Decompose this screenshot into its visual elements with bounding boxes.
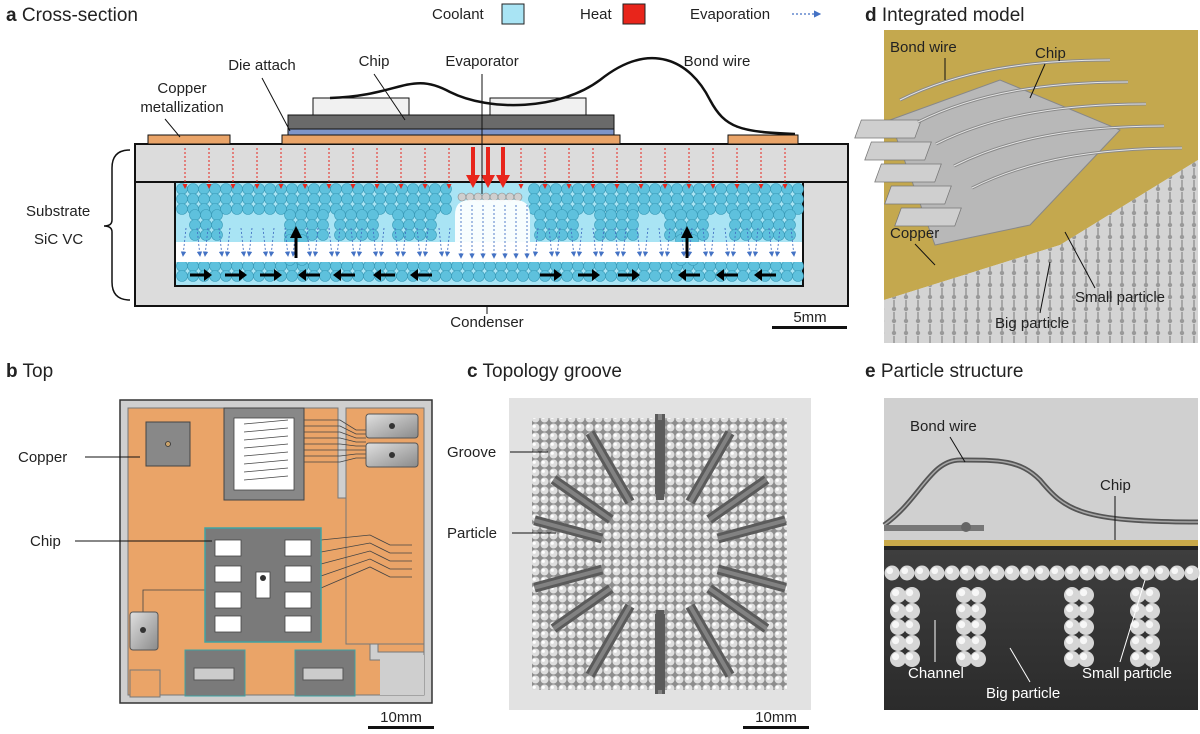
label-bond-wire: Bond wire xyxy=(684,53,751,70)
legend-heat-label: Heat xyxy=(580,6,613,23)
legend-evaporation-label: Evaporation xyxy=(690,6,770,23)
chip-top-block-right xyxy=(489,97,587,116)
terminal-left xyxy=(184,649,246,697)
label-e-small-particle: Small particle xyxy=(1082,665,1172,682)
panel-c-title: c Topology groove xyxy=(467,361,622,382)
bond-wire xyxy=(329,56,796,136)
label-particle: Particle xyxy=(447,525,497,542)
square-pad xyxy=(145,421,191,467)
label-evaporator: Evaporator xyxy=(445,53,518,70)
chip-pads xyxy=(214,539,312,633)
panel-d-title: d Integrated model xyxy=(865,5,1024,26)
wick-particles xyxy=(176,183,804,282)
panel-c-topology-groove: c Topology groove Groove Particle 10mm xyxy=(447,361,811,729)
label-d-bond-wire: Bond wire xyxy=(890,39,957,56)
label-b-copper: Copper xyxy=(18,449,67,466)
panel-d-integrated-model: d Integrated model Bond wire Chip Copper… xyxy=(854,5,1198,343)
grooves xyxy=(533,414,787,694)
panel-a-cross-section: a Cross-section Coolant Heat Evaporation xyxy=(6,3,849,331)
flow-arrows xyxy=(180,148,797,281)
scale-bar-b xyxy=(368,726,434,729)
panel-a-title: a Cross-section xyxy=(6,5,138,26)
label-groove: Groove xyxy=(447,444,496,461)
copper-strip xyxy=(884,540,1198,546)
die-attach-layer xyxy=(287,128,615,136)
chip-edge xyxy=(884,525,984,531)
substrate-gap xyxy=(380,655,424,695)
particle-rows xyxy=(884,565,1200,667)
heat-arrows xyxy=(466,147,510,188)
label-d-copper: Copper xyxy=(890,225,939,242)
particle-underside xyxy=(884,160,1198,343)
label-condenser: Condenser xyxy=(450,314,523,331)
scale-bar-c-label: 10mm xyxy=(755,709,797,726)
label-e-big-particle: Big particle xyxy=(986,685,1060,702)
label-b-chip: Chip xyxy=(30,533,61,550)
chip-top-block-left xyxy=(312,97,410,116)
legend-coolant-swatch xyxy=(501,3,525,25)
panel-b-top: b Top Copper Chip 10mm xyxy=(6,361,434,729)
scale-bar-a-label: 5mm xyxy=(793,309,826,326)
copper-small-pad xyxy=(129,669,161,698)
label-d-chip: Chip xyxy=(1035,45,1066,62)
label-copper-line1: Copper xyxy=(157,80,206,97)
label-e-chip: Chip xyxy=(1100,477,1131,494)
legend: Coolant Heat Evaporation xyxy=(432,3,822,25)
legend-heat-swatch xyxy=(622,3,646,25)
copper-pad-center xyxy=(281,134,621,145)
scale-bar-c xyxy=(743,726,809,729)
bond-wires-3d xyxy=(854,58,1183,227)
label-substrate: Substrate xyxy=(26,203,90,220)
chip-body xyxy=(287,114,615,130)
panel-e-particle-structure: e Particle structure Bond wire Chip Chan… xyxy=(865,361,1200,710)
label-sic-vc: SiC VC xyxy=(34,231,83,248)
substrate-brace xyxy=(103,149,131,301)
legend-coolant-label: Coolant xyxy=(432,6,485,23)
label-e-bond-wire: Bond wire xyxy=(910,418,977,435)
label-d-small-particle: Small particle xyxy=(1075,289,1165,306)
label-e-channel: Channel xyxy=(908,665,964,682)
panel-b-title: b Top xyxy=(6,361,53,382)
copper-pad-right xyxy=(727,134,799,145)
panel-e-title: e Particle structure xyxy=(865,361,1023,382)
label-d-big-particle: Big particle xyxy=(995,315,1069,332)
copper-pad-left xyxy=(147,134,231,145)
label-copper-line2: metallization xyxy=(140,99,223,116)
label-die-attach: Die attach xyxy=(228,57,296,74)
label-chip: Chip xyxy=(359,53,390,70)
scale-bar-a xyxy=(772,326,847,329)
scale-bar-b-label: 10mm xyxy=(380,709,422,726)
